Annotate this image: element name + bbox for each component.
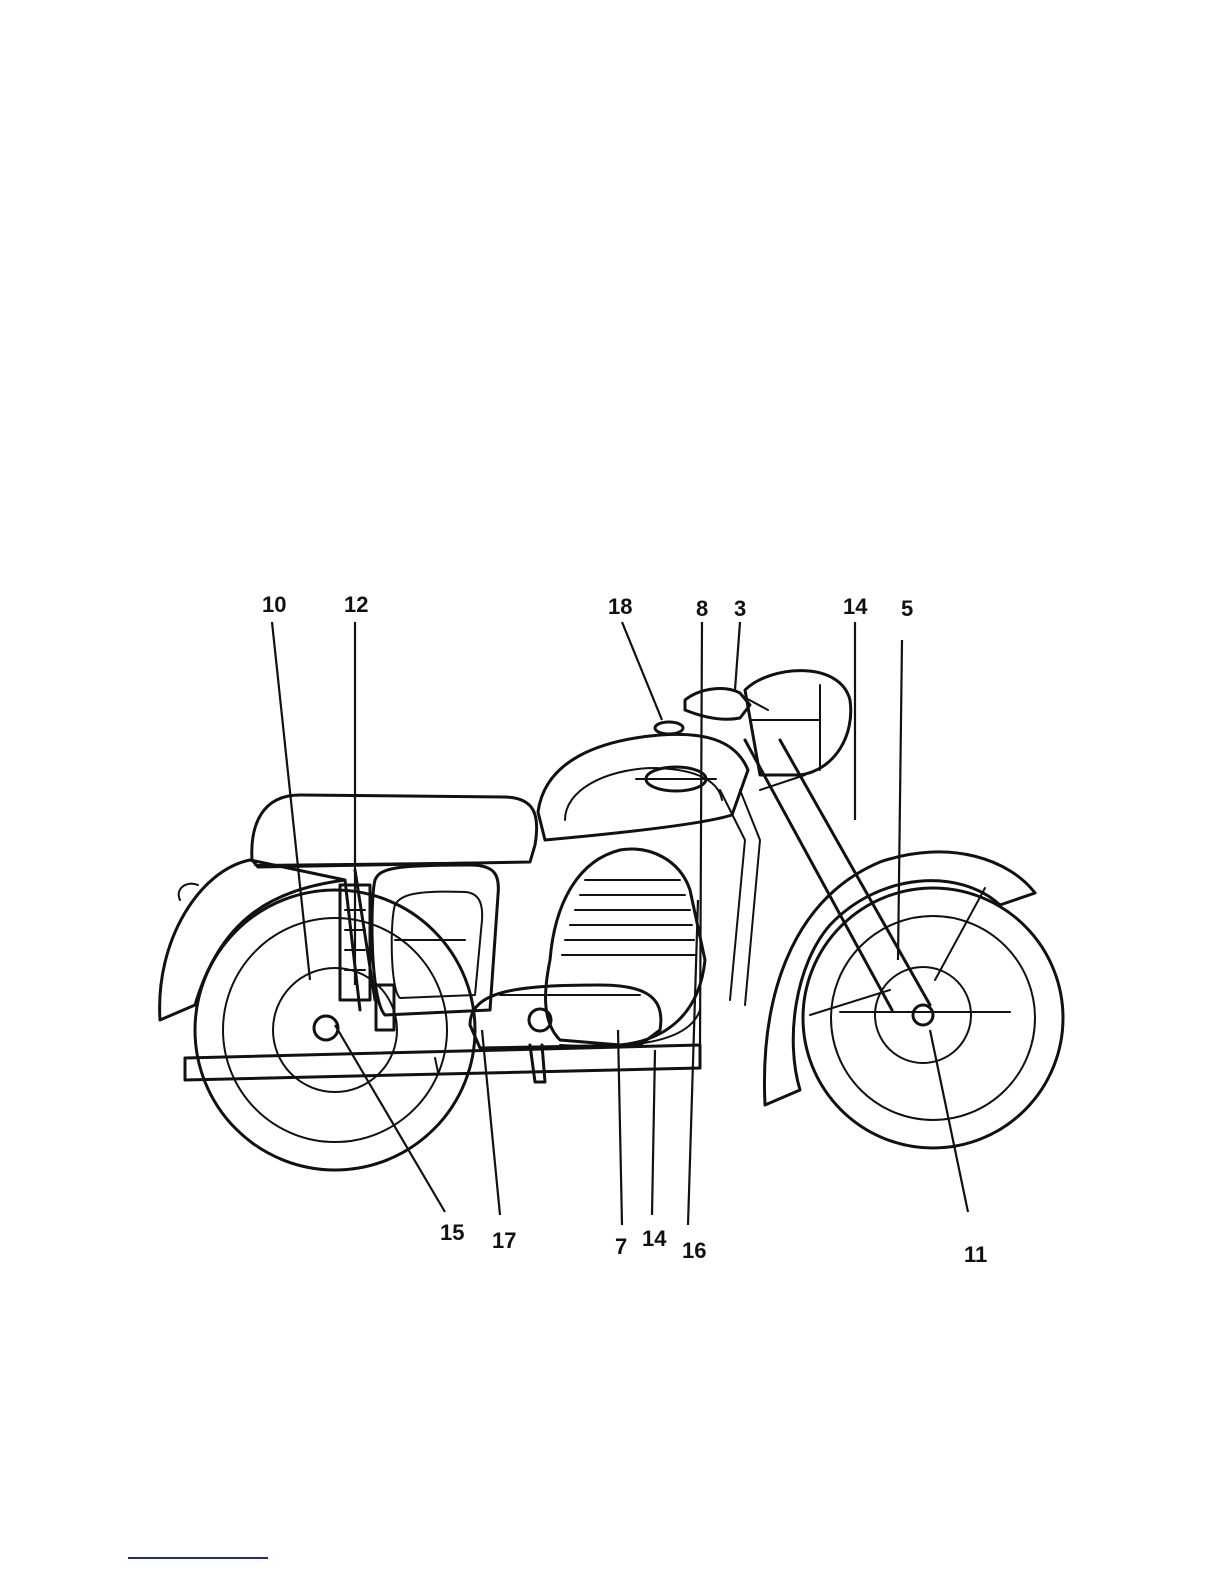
engine: [470, 849, 705, 1048]
callout-14-top: 14: [843, 594, 868, 619]
callout-12: 12: [344, 592, 368, 617]
callout-18: 18: [608, 594, 632, 619]
callout-14-bottom: 14: [642, 1226, 667, 1251]
rear-wheel: [195, 890, 475, 1170]
callout-11: 11: [964, 1242, 987, 1267]
callout-5: 5: [901, 596, 913, 621]
callout-17: 17: [492, 1228, 516, 1253]
callout-8: 8: [696, 596, 708, 621]
handlebar: [685, 689, 768, 720]
front-fork: [745, 740, 930, 1015]
footnote-rule: [128, 1557, 268, 1559]
callout-3: 3: [734, 596, 746, 621]
fuel-tank: [538, 722, 748, 840]
callout-16: 16: [682, 1238, 706, 1263]
callout-15: 15: [440, 1220, 464, 1245]
callout-7: 7: [615, 1234, 627, 1259]
headlamp: [745, 671, 851, 775]
callout-10: 10: [262, 592, 286, 617]
front-wheel: [803, 888, 1063, 1148]
